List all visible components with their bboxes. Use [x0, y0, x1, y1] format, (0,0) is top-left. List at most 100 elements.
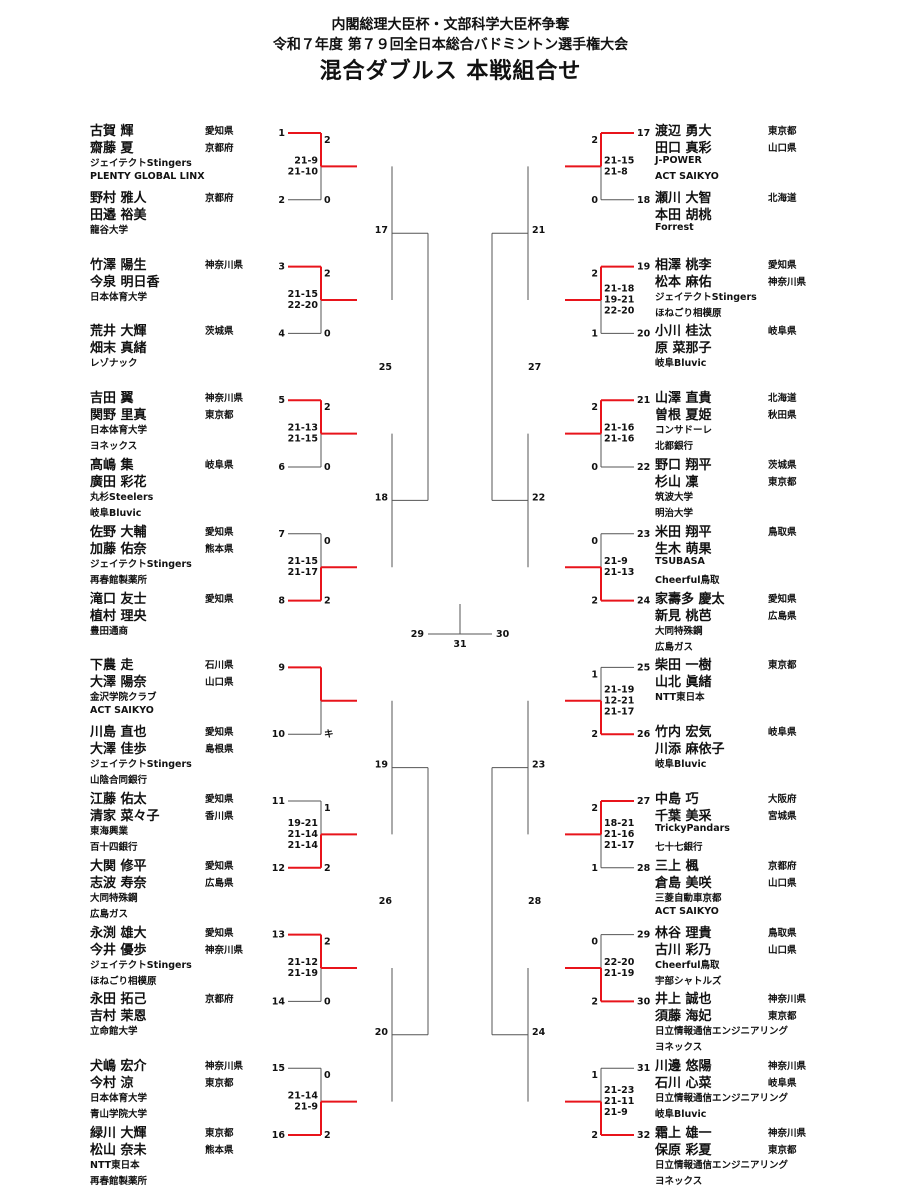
- player-2-prefecture: 広島県: [205, 877, 234, 889]
- team-name: ヨネックス: [90, 441, 138, 453]
- player-2-name: 今村 涼: [90, 1076, 134, 1092]
- team-name: 日立情報通信エンジニアリング: [655, 1026, 789, 1038]
- player-1-name: 佐野 大輔: [90, 524, 147, 540]
- team-name: TrickyPandars: [655, 823, 730, 834]
- team-name: 岐阜Bluvic: [655, 358, 707, 370]
- team-name: 日本体育大学: [90, 425, 148, 437]
- player-2-name: 曽根 夏姫: [655, 408, 712, 424]
- seed-number: 31: [637, 1063, 650, 1074]
- player-2-prefecture: 山口県: [768, 877, 797, 889]
- set-score: 21-17: [604, 706, 634, 717]
- team-name: 再春館製薬所: [90, 574, 148, 586]
- team-name: ヨネックス: [655, 1176, 703, 1187]
- set-score: 21-10: [288, 166, 319, 177]
- set-score: 22-20: [604, 957, 635, 968]
- player-2-name: 松山 奈未: [90, 1143, 147, 1158]
- player-2-name: 石川 心菜: [655, 1076, 712, 1092]
- player-2-prefecture: 山口県: [768, 143, 797, 154]
- games-won: 0: [324, 1070, 331, 1081]
- team-name: TSUBASA: [655, 555, 705, 567]
- match-number: 21: [532, 225, 545, 236]
- player-1-prefecture: 北海道: [768, 192, 797, 204]
- games-won: 0: [591, 462, 598, 473]
- player-1-name: 渡辺 勇大: [655, 124, 712, 139]
- player-2-name: 田口 真彩: [655, 141, 712, 156]
- team-name: ACT SAIKYO: [90, 705, 154, 717]
- player-1-name: 吉田 翼: [90, 391, 134, 407]
- player-2-name: 植村 理央: [90, 608, 147, 624]
- set-score: 21-14: [288, 1091, 319, 1102]
- set-score: 21-16: [604, 434, 635, 445]
- team-name: 山陰合同銀行: [90, 775, 148, 787]
- team-name: ヨネックス: [655, 1042, 703, 1054]
- player-2-prefecture: 岐阜県: [768, 1078, 797, 1090]
- match-number: 24: [532, 1027, 546, 1038]
- games-won: 1: [591, 863, 598, 874]
- team-name: 再春館製薬所: [90, 1176, 148, 1187]
- set-score: 21-19: [604, 968, 634, 979]
- games-won: 0: [591, 937, 598, 948]
- player-2-name: 廣田 彩花: [90, 475, 147, 490]
- player-2-name: 清家 菜々子: [90, 809, 160, 824]
- team-name: ほねごり相模原: [90, 975, 157, 987]
- player-1-prefecture: 東京都: [768, 660, 797, 672]
- player-2-prefecture: 東京都: [768, 1145, 797, 1156]
- seed-number: 3: [278, 262, 285, 273]
- player-1-prefecture: 北海道: [768, 393, 797, 405]
- games-won: 2: [591, 729, 598, 740]
- match-number: 20: [375, 1027, 389, 1038]
- team-name: 豊田通商: [90, 625, 129, 637]
- player-1-prefecture: 愛知県: [768, 259, 797, 271]
- player-2-name: 新見 桃芭: [655, 608, 712, 624]
- set-score: 21-9: [604, 1107, 628, 1118]
- games-won: キ: [324, 729, 334, 740]
- seed-number: 30: [637, 996, 651, 1007]
- player-2-prefecture: 熊本県: [205, 1145, 234, 1156]
- games-won: 2: [324, 269, 331, 280]
- team-name: Cheerful鳥取: [655, 959, 720, 971]
- player-2-name: 大澤 陽奈: [90, 675, 147, 691]
- player-1-name: 小川 桂汰: [655, 324, 712, 340]
- player-1-name: 竹内 宏気: [655, 725, 712, 741]
- player-1-prefecture: 岐阜県: [768, 727, 797, 739]
- match-number: 30: [496, 629, 510, 640]
- set-score: 12-21: [604, 695, 634, 706]
- player-1-name: 江藤 佑太: [90, 792, 147, 807]
- set-score: 21-17: [288, 567, 318, 578]
- games-won: 0: [591, 195, 598, 206]
- team-name: 北都銀行: [655, 441, 694, 453]
- player-1-prefecture: 岐阜県: [205, 460, 234, 471]
- seed-number: 24: [637, 596, 651, 607]
- player-1-name: 荒井 大輝: [90, 324, 147, 340]
- games-won: 2: [324, 937, 331, 948]
- player-1-name: 竹澤 陽生: [90, 257, 147, 273]
- set-score: 21-19: [288, 968, 318, 979]
- team-name: 日立情報通信エンジニアリング: [655, 1160, 789, 1171]
- player-1-prefecture: 大阪府: [768, 794, 797, 805]
- set-score: 21-15: [288, 289, 318, 300]
- set-score: 21-9: [604, 556, 628, 567]
- player-2-name: 杉山 凜: [655, 475, 699, 490]
- player-2-prefecture: 神奈川県: [768, 276, 807, 288]
- set-score: 21-17: [604, 840, 634, 851]
- team-name: 宇部シャトルズ: [655, 975, 722, 987]
- player-1-prefecture: 鳥取県: [768, 526, 797, 538]
- player-1-prefecture: 岐阜県: [768, 326, 797, 338]
- player-1-name: 犬嶋 宏介: [90, 1059, 147, 1075]
- player-1-name: 大関 修平: [90, 858, 147, 874]
- set-score: 21-12: [288, 957, 318, 968]
- player-1-name: 林谷 理貴: [655, 925, 712, 941]
- player-1-name: 緑川 大輝: [90, 1126, 147, 1141]
- team-name: 明治大学: [655, 508, 694, 519]
- player-1-name: 瀬川 大智: [655, 190, 712, 206]
- player-1-prefecture: 愛知県: [205, 526, 234, 538]
- player-1-name: 柴田 一樹: [655, 658, 712, 674]
- seed-number: 14: [272, 996, 286, 1007]
- player-1-name: 永田 拓己: [90, 992, 147, 1008]
- team-name: ほねごり相模原: [655, 307, 722, 319]
- player-2-name: 志波 寿奈: [90, 875, 147, 891]
- player-2-name: 川添 麻依子: [655, 742, 725, 758]
- match-number: 22: [532, 492, 545, 503]
- set-score: 21-16: [604, 829, 635, 840]
